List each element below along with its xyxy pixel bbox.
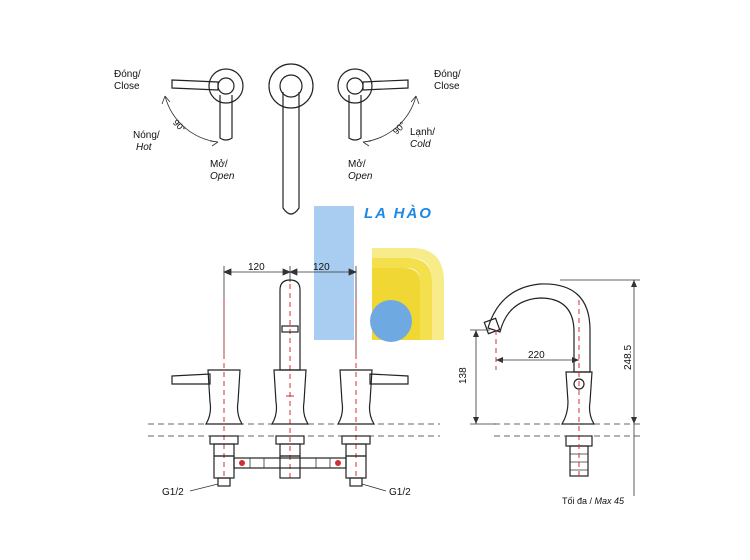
spout-height-label: 138: [458, 367, 469, 384]
total-height-label: 248.5: [623, 345, 634, 370]
right-close-en-label: Close: [434, 81, 460, 92]
top-view: Đóng/ Close Đóng/ Close Nóng/ Hot Lạnh/ …: [114, 63, 461, 215]
under-deck-fittings: [209, 435, 371, 487]
front-view: 120 120: [148, 262, 440, 498]
side-view: 220 138 248.5 Tối đa / Max 45: [458, 279, 640, 506]
right-open-en-label: Open: [348, 171, 373, 182]
spacing-right-label: 120: [313, 262, 330, 273]
spout-front: [270, 279, 310, 425]
right-handle-top: [337, 68, 420, 147]
max-thickness-vi: Tối đa /: [562, 496, 595, 506]
thread-left-label: G1/2: [162, 487, 184, 498]
cold-en-label: Cold: [410, 139, 431, 150]
la-hao-logo: LA HÀO: [314, 205, 444, 342]
right-close-vi-label: Đóng/: [434, 69, 461, 80]
left-handle-top: [161, 68, 244, 147]
max-thickness-en: Max 45: [595, 496, 626, 506]
left-handle-front: [171, 369, 244, 425]
reach-label: 220: [528, 350, 545, 361]
cold-vi-label: Lạnh/: [410, 127, 435, 138]
max-thickness-label: Tối đa / Max 45: [562, 496, 625, 506]
thread-right-label: G1/2: [389, 487, 411, 498]
hot-vi-label: Nóng/: [133, 130, 160, 141]
right-handle-front: [336, 369, 409, 425]
logo-text: LA HÀO: [364, 205, 433, 222]
spout-top: [268, 63, 314, 215]
left-close-en-label: Close: [114, 81, 140, 92]
hot-en-label: Hot: [136, 142, 153, 153]
right-angle-label: 90°: [391, 120, 408, 137]
left-close-vi-label: Đóng/: [114, 69, 141, 80]
spacing-left-label: 120: [248, 262, 265, 273]
right-open-vi-label: Mở/: [348, 158, 366, 170]
left-open-en-label: Open: [210, 171, 235, 182]
left-open-vi-label: Mở/: [210, 158, 228, 170]
left-angle-label: 90°: [171, 118, 188, 135]
